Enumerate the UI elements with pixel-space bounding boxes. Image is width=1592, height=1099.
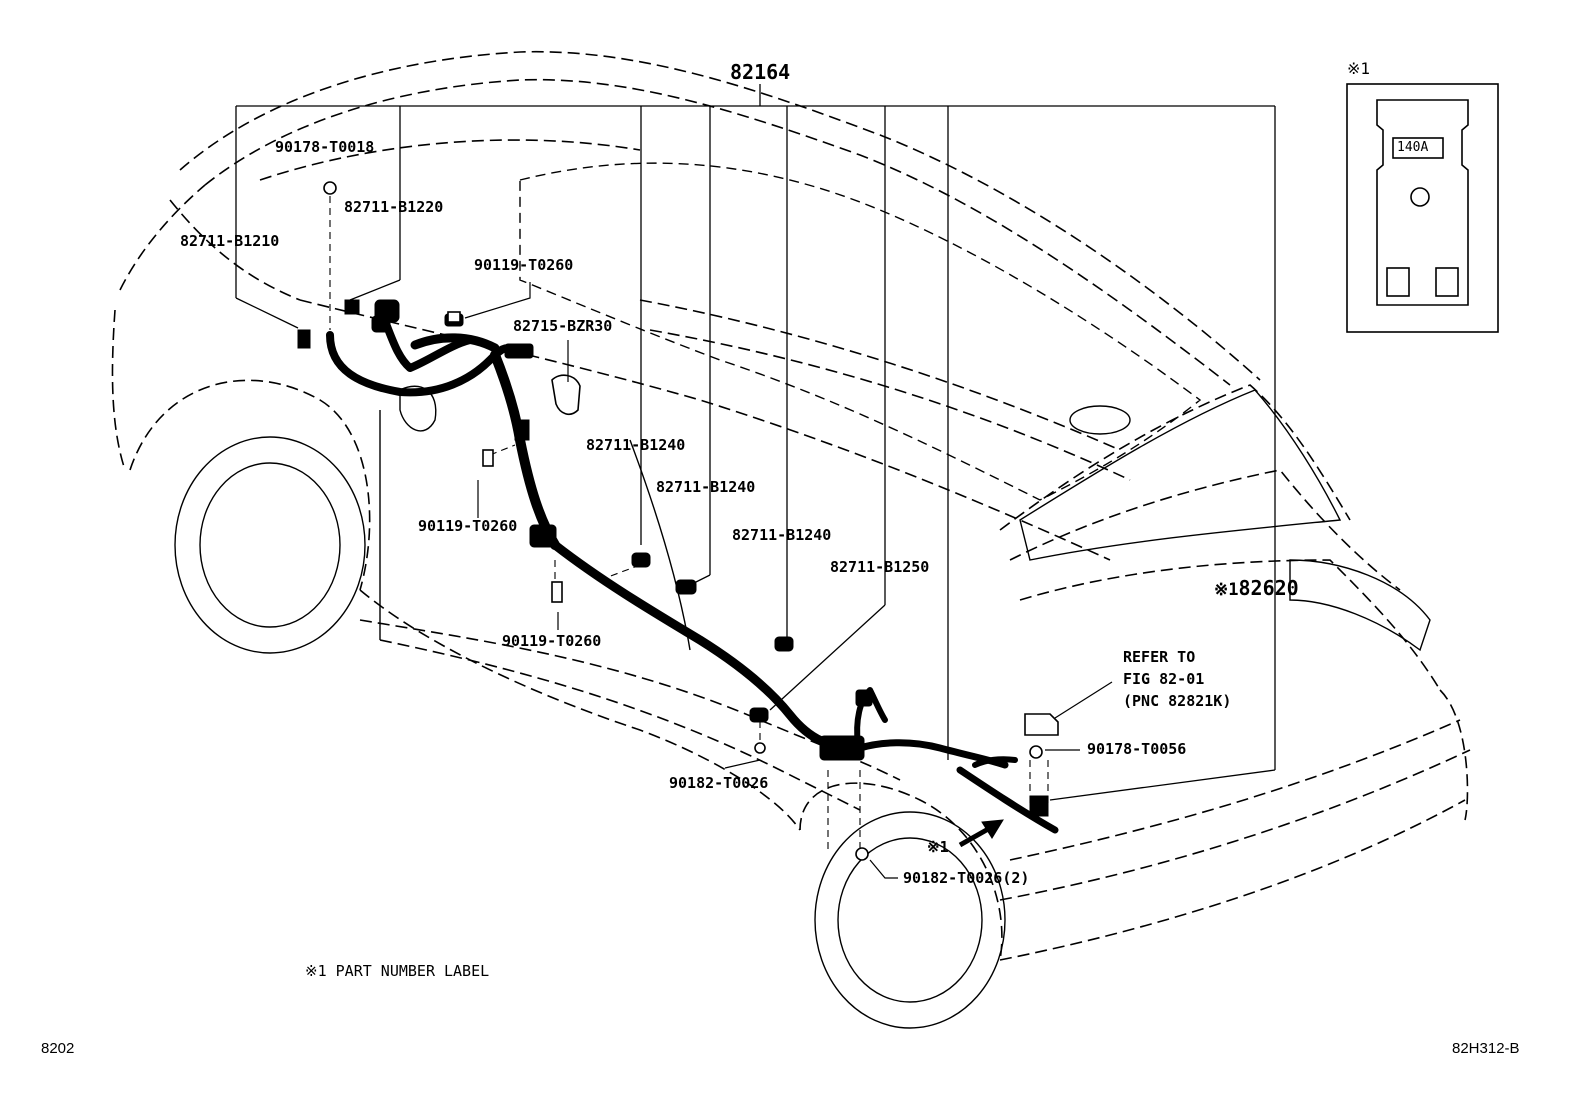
part-82711-b1250: 82711-B1250 <box>830 558 930 576</box>
vehicle-outline <box>111 50 1471 961</box>
part-90119-t0260-top: 90119-T0260 <box>474 256 574 274</box>
vehicle-details <box>174 162 1431 1029</box>
refer-line-1: REFER TO <box>1123 648 1196 666</box>
part-82715-bzr30: 82715-BZR30 <box>513 317 613 335</box>
main-assembly-number: 82164 <box>730 60 791 84</box>
part-82711-b1240-a: 82711-B1240 <box>586 436 686 454</box>
footnote: ※1 PART NUMBER LABEL <box>305 962 490 980</box>
assembly-bracket <box>235 84 1276 801</box>
part-82711-b1220: 82711-B1220 <box>344 198 444 216</box>
inset-box <box>1346 83 1499 333</box>
ref-mark-82620: ※1 <box>1214 580 1239 600</box>
fuse-rating-label: 140A <box>1397 140 1429 155</box>
part-82711-b1210: 82711-B1210 <box>180 232 280 250</box>
page-code: 8202 <box>41 1040 75 1057</box>
label-arrow <box>958 819 1004 848</box>
refer-line-3: (PNC 82821K) <box>1123 692 1232 710</box>
inset-ref-mark: ※1 <box>1347 59 1371 78</box>
part-82711-b1240-b: 82711-B1240 <box>656 478 756 496</box>
part-90182-t0026-2: 90182-T0026(2) <box>903 869 1030 887</box>
connectors <box>297 299 1049 817</box>
part-82711-b1240-c: 82711-B1240 <box>732 526 832 544</box>
fasteners <box>323 181 1043 861</box>
part-82620: 82620 <box>1238 576 1299 600</box>
label-part-group: ※182620 <box>1214 576 1299 602</box>
bracket-82715 <box>551 374 581 416</box>
leader-lines <box>464 282 1113 879</box>
part-90178-t0056: 90178-T0056 <box>1087 740 1187 758</box>
refer-line-2: FIG 82-01 <box>1123 670 1205 688</box>
arrow-ref-mark: ※1 <box>927 838 949 856</box>
part-90119-t0260-bottom: 90119-T0260 <box>502 632 602 650</box>
figure-code: 82H312-B <box>1452 1040 1520 1057</box>
part-90119-t0260-middle: 90119-T0260 <box>418 517 518 535</box>
part-90178-t0018: 90178-T0018 <box>275 138 375 156</box>
label-bracket <box>1024 713 1059 736</box>
part-90182-t0026: 90182-T0026 <box>669 774 769 792</box>
